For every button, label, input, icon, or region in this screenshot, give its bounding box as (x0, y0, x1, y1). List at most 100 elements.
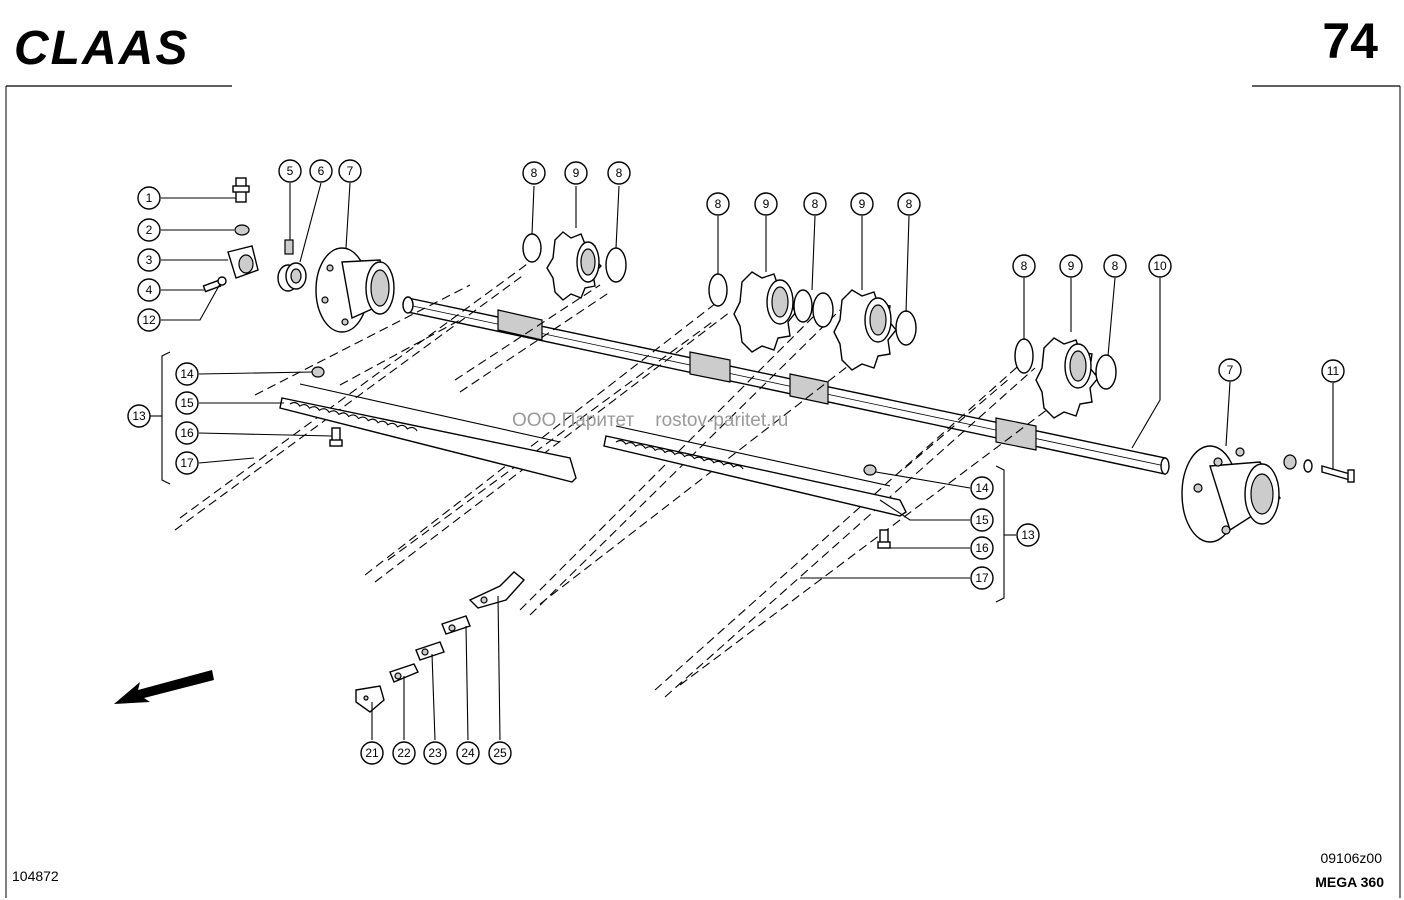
brand-logo-text: CLAAS (14, 22, 189, 75)
callout-24: 24 (456, 741, 480, 765)
svg-text:1: 1 (146, 191, 153, 205)
scraper-rail-right (603, 425, 907, 517)
flange-housing-left (315, 247, 395, 333)
drawing-number: 104872 (12, 868, 59, 884)
claas-logo: CLAAS (14, 22, 189, 75)
svg-text:8: 8 (715, 197, 722, 211)
svg-text:9: 9 (763, 197, 770, 211)
callout-9-c: 9 (850, 192, 874, 216)
svg-text:21: 21 (365, 746, 379, 760)
sprocket-group-2 (708, 271, 834, 353)
svg-text:11: 11 (1327, 364, 1340, 378)
callout-8-f: 8 (1012, 254, 1036, 278)
callout-13-right: 13 (1016, 523, 1040, 547)
nut-14-left (311, 366, 325, 378)
circlip-8c (708, 273, 728, 307)
chain-link-23 (415, 641, 445, 661)
svg-text:6: 6 (318, 164, 325, 178)
bearing-housing-3 (227, 245, 259, 279)
main-shaft (402, 296, 1170, 475)
model-name: MEGA 360 (1315, 874, 1384, 890)
callout-15-right: 15 (970, 508, 994, 532)
callout-14-left: 14 (175, 362, 199, 386)
callout-21: 21 (360, 741, 384, 765)
callout-9-d: 9 (1059, 254, 1083, 278)
chain-link-22 (389, 663, 419, 683)
svg-text:14: 14 (975, 481, 989, 495)
svg-text:17: 17 (180, 456, 194, 470)
svg-text:14: 14 (180, 367, 194, 381)
callout-12: 12 (137, 308, 161, 332)
sprocket-group-4 (1014, 337, 1117, 419)
svg-text:22: 22 (397, 746, 411, 760)
grease-nipple (232, 177, 250, 203)
flange-housing-right (1181, 445, 1281, 543)
bolt-16-left (329, 427, 343, 447)
circlip-8a (522, 233, 542, 263)
callout-25: 25 (488, 741, 512, 765)
spline-section-3 (789, 373, 829, 405)
callout-15-left: 15 (175, 391, 199, 415)
callout-4: 4 (137, 278, 161, 302)
svg-text:9: 9 (859, 197, 866, 211)
document-code: 09106z00 (1320, 850, 1382, 866)
svg-text:8: 8 (1021, 259, 1028, 273)
svg-text:8: 8 (531, 166, 538, 180)
scraper-rail-left (279, 383, 577, 483)
svg-text:8: 8 (812, 197, 819, 211)
callout-7-left: 7 (338, 159, 362, 183)
svg-text:23: 23 (428, 746, 442, 760)
callout-9-a: 9 (564, 161, 588, 185)
svg-text:12: 12 (142, 313, 156, 327)
callout-8-d: 8 (803, 192, 827, 216)
svg-text:7: 7 (347, 164, 354, 178)
page-number: 74 (1322, 13, 1378, 69)
circlip-8f (895, 310, 917, 346)
circlip-8g (1014, 338, 1034, 374)
callout-13-left: 13 (127, 404, 151, 428)
circlip-8h (1095, 354, 1117, 390)
leader-lines (150, 182, 1334, 741)
callout-9-b: 9 (754, 192, 778, 216)
circlip-8e (812, 292, 834, 328)
callout-1: 1 (137, 186, 161, 210)
callout-2: 2 (137, 218, 161, 242)
nut-2 (234, 224, 250, 236)
svg-text:2: 2 (146, 223, 153, 237)
svg-text:17: 17 (975, 571, 989, 585)
bearing-6 (277, 262, 307, 292)
circlip-8d (793, 289, 813, 323)
svg-text:16: 16 (975, 541, 989, 555)
svg-text:10: 10 (1153, 259, 1167, 273)
svg-text:3: 3 (146, 253, 153, 267)
callout-3: 3 (137, 248, 161, 272)
svg-text:8: 8 (616, 166, 623, 180)
assembly-lines (174, 261, 1101, 698)
spline-section-4 (995, 417, 1037, 451)
svg-text:13: 13 (132, 409, 146, 423)
svg-text:16: 16 (180, 426, 194, 440)
sprocket-group-1 (522, 231, 627, 301)
svg-text:15: 15 (975, 513, 989, 527)
svg-text:9: 9 (1068, 259, 1075, 273)
callout-17-right: 17 (970, 566, 994, 590)
callout-22: 22 (392, 741, 416, 765)
spline-section-2 (689, 351, 731, 383)
svg-text:13: 13 (1021, 528, 1035, 542)
svg-text:8: 8 (1112, 259, 1119, 273)
svg-text:15: 15 (180, 396, 194, 410)
callout-16-right: 16 (970, 536, 994, 560)
svg-text:24: 24 (461, 746, 475, 760)
callout-8-b: 8 (607, 161, 631, 185)
svg-text:9: 9 (573, 166, 580, 180)
callout-8-e: 8 (897, 192, 921, 216)
sprocket-group-3 (833, 289, 917, 371)
direction-arrow-icon (114, 670, 214, 704)
chain-link-25 (468, 571, 526, 609)
chain-link-21 (355, 685, 385, 713)
nut-14-right (863, 464, 877, 476)
spline-section-1 (497, 309, 543, 341)
svg-text:8: 8 (906, 197, 913, 211)
callout-8-c: 8 (706, 192, 730, 216)
